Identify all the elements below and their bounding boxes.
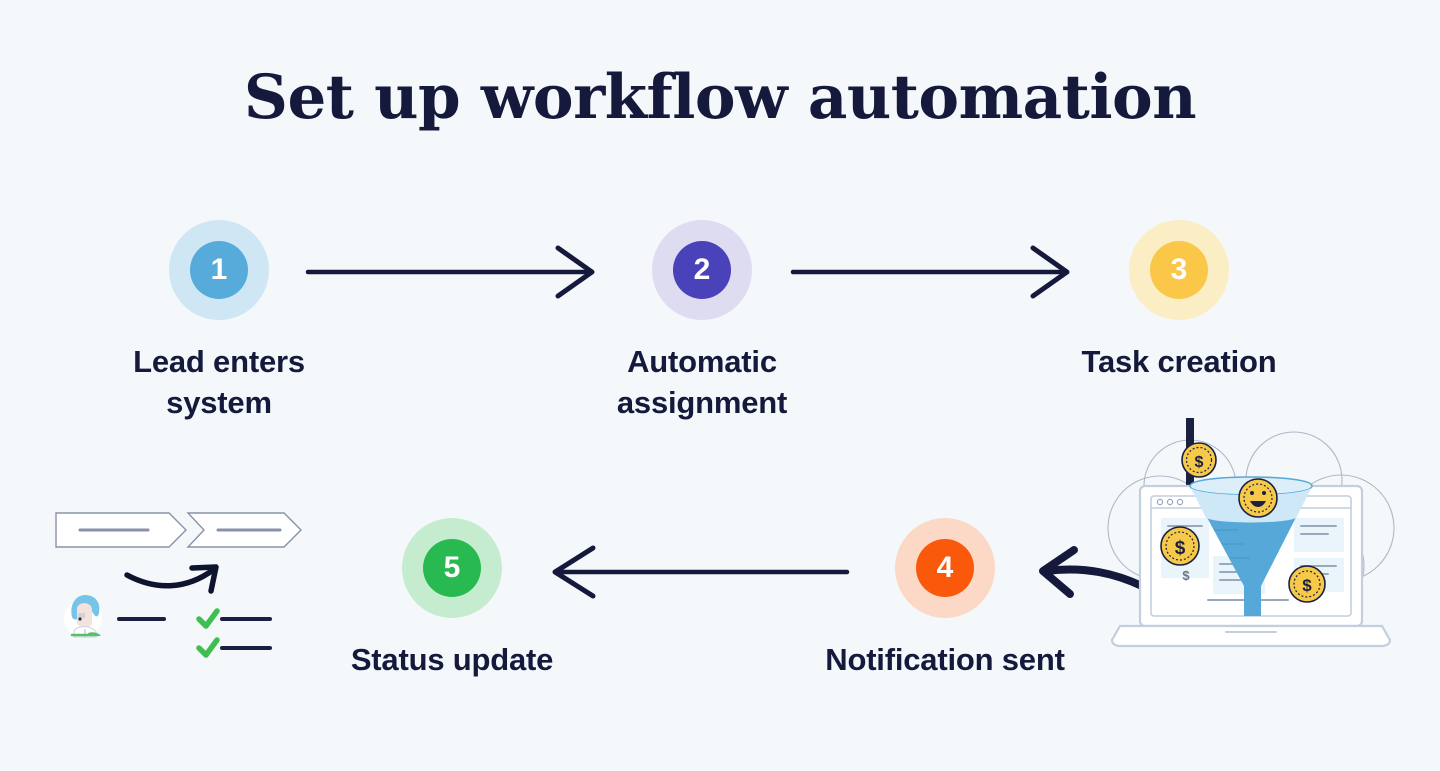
step-3-number: 3 <box>1170 253 1188 286</box>
step-2-label: Automatic assignment <box>582 342 822 424</box>
step-4-halo: 4 <box>895 518 995 618</box>
step-5-label: Status update <box>332 640 572 681</box>
step-4-disc: 4 <box>916 539 974 597</box>
step-4-label-line1: Notification sent <box>825 642 1065 677</box>
step-5-number: 5 <box>443 551 461 584</box>
step-1-label-line1: Lead enters <box>133 344 305 379</box>
workflow-checklist-illustration <box>55 512 302 658</box>
svg-text:$: $ <box>1182 568 1190 583</box>
step-4-label: Notification sent <box>825 640 1065 681</box>
step-5-halo: 5 <box>402 518 502 618</box>
step-2-label-line2: assignment <box>616 384 788 420</box>
step-1-number: 1 <box>210 253 228 286</box>
step-3-disc: 3 <box>1150 241 1208 299</box>
step-3-halo: 3 <box>1129 220 1229 320</box>
step-2-halo: 2 <box>652 220 752 320</box>
laptop-sales-funnel-illustration: $ $ $ $ <box>1107 418 1395 648</box>
step-5-label-line1: Status update <box>350 642 554 677</box>
arrow-step3-to-step4 <box>1039 546 1146 598</box>
arrow-step4-to-step5 <box>552 545 850 599</box>
step-node-1[interactable]: 1 Lead enters system <box>99 220 339 424</box>
svg-text:$: $ <box>1175 538 1186 559</box>
svg-text:$: $ <box>1195 454 1204 471</box>
step-node-4[interactable]: 4 Notification sent <box>825 518 1065 681</box>
arrow-step2-to-step3 <box>790 245 1070 299</box>
step-5-disc: 5 <box>423 539 481 597</box>
step-node-3[interactable]: 3 Task creation <box>1059 220 1299 383</box>
step-1-label-line2: system <box>166 384 272 420</box>
step-2-disc: 2 <box>673 241 731 299</box>
step-3-label-line1: Task creation <box>1081 344 1277 379</box>
step-node-2[interactable]: 2 Automatic assignment <box>582 220 822 424</box>
page-title: Set up workflow automation <box>243 62 1197 133</box>
step-4-number: 4 <box>936 551 954 584</box>
step-3-label: Task creation <box>1059 342 1299 383</box>
arrow-step1-to-step2 <box>305 245 595 299</box>
step-1-label: Lead enters system <box>99 342 339 424</box>
svg-text:$: $ <box>1302 576 1312 595</box>
step-2-number: 2 <box>693 253 711 286</box>
step-1-disc: 1 <box>190 241 248 299</box>
step-1-halo: 1 <box>169 220 269 320</box>
step-2-label-line1: Automatic <box>627 344 777 379</box>
step-node-5[interactable]: 5 Status update <box>332 518 572 681</box>
